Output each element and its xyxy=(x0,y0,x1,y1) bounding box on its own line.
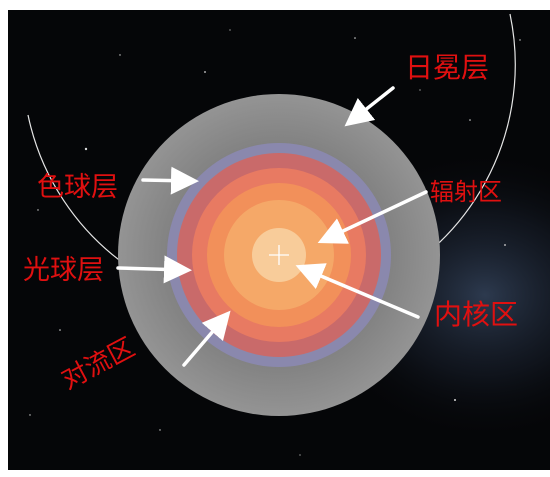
starfield xyxy=(29,29,521,456)
convective-zone-arrow xyxy=(182,310,231,367)
radiative-zone-arrow xyxy=(317,190,428,244)
pointer-arrows xyxy=(116,86,428,367)
corona-arrow xyxy=(344,86,395,127)
sun-layers xyxy=(118,94,440,416)
chromosphere-arrow xyxy=(141,166,199,195)
photosphere-arrow xyxy=(116,255,192,284)
core-arrow xyxy=(295,263,420,319)
